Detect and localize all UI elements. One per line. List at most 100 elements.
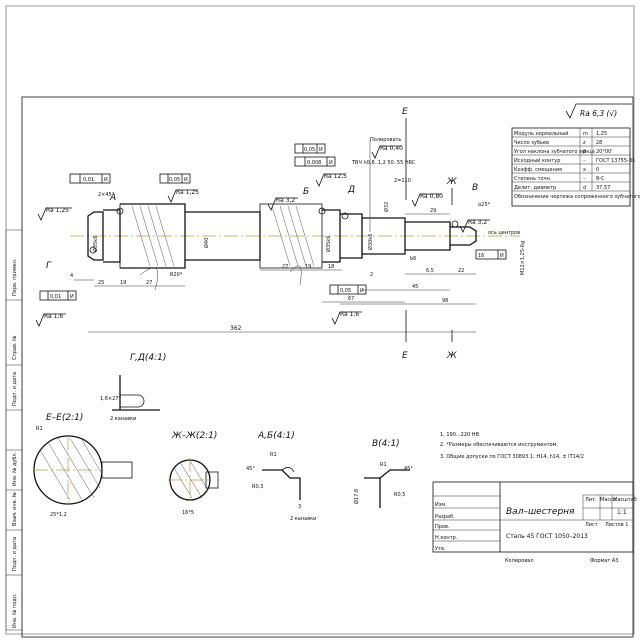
diameter-30: Ø30k6: [367, 234, 374, 250]
params-row-symbol: –: [583, 176, 586, 182]
title-sheets-label: Листов 1: [605, 522, 628, 528]
shaft-main-view: [70, 203, 520, 291]
roughness-general-text: Ra 6,3 (√): [580, 109, 617, 118]
tolerance-datum-1: И: [104, 177, 108, 183]
params-row-value: 28: [596, 140, 602, 146]
params-row-symbol: x: [583, 167, 586, 173]
detail-ab-r03: R0,3: [252, 484, 263, 490]
a25-note: α25*: [478, 202, 491, 208]
tolerance-datum-2: И: [184, 177, 188, 183]
roughness-32-right: Ra 3,2: [468, 219, 487, 226]
detail-marker-b: [318, 207, 326, 215]
tolerance-value-4: 0,008: [307, 160, 321, 166]
params-row-symbol: m: [583, 131, 588, 137]
tolerance-datum-6: И: [360, 288, 364, 294]
dim-27b: 27: [282, 264, 288, 270]
title-row-1: Изм.: [435, 502, 447, 508]
detail-ee-dim: 25*1,2: [50, 512, 67, 518]
roughness-callouts: Ra 1,25 Ra 1,25 Ra 3,2 Ra 0,40 Ra 0,80 R…: [35, 145, 490, 327]
title-name: Вал–шестерня: [506, 507, 575, 517]
key-callout: 16 И b6: [410, 249, 507, 262]
tolerance-frame-4: 0,008 И: [294, 156, 336, 167]
title-copied: Копировал: [505, 558, 534, 564]
tolerance-frame-5: 0,01 И: [39, 290, 77, 301]
general-roughness: Ra 6,3 (√): [565, 103, 632, 119]
side-strip-1: Перв. примен.: [12, 258, 18, 296]
section-mark-zh-top: Ж: [446, 177, 457, 187]
detail-label-b: Б: [303, 187, 309, 197]
tolerance-value-2: 0,05: [169, 177, 180, 183]
detail-ab-angle: 45°: [246, 466, 255, 472]
section-Zh: Ж Ж: [446, 177, 457, 361]
roughness-040: Ra 0,40: [380, 145, 403, 152]
params-row-value: 0: [596, 167, 599, 173]
roughness-16-left: Ra 1,6: [44, 313, 63, 320]
params-row-symbol: d: [583, 185, 586, 191]
title-block: Вал–шестерня Сталь 45 ГОСТ 1050–2013 Лит…: [432, 481, 637, 564]
params-row-value: 37,57: [596, 185, 610, 191]
axis-centers-note: ось центров: [488, 230, 520, 236]
detail-v-r05: R0,5: [394, 492, 405, 498]
params-row-name: Исходный контур: [514, 157, 560, 164]
detail-gd: Г,Д(4:1) 1,6×27* 2 канавки: [100, 353, 166, 422]
hardening-note: ТВЧ h0,8..1,2 50..55 HRC: [351, 160, 416, 166]
dim-19: 19: [120, 280, 126, 286]
technical-notes: 1. 190...220 HB 2. *Размеры обеспечивают…: [440, 432, 584, 460]
dim-65: 6,5: [426, 268, 434, 274]
params-row-name: Угол наклона зубчатого венца: [514, 149, 595, 155]
detail-title-ab: А,Б(4:1): [257, 431, 295, 441]
detail-v-angle: 45°: [404, 466, 413, 472]
tolerance-frame-2: 0,05 И: [159, 173, 191, 184]
tolerance-value-3: 0,05: [304, 147, 315, 153]
tolerance-datum-5: И: [70, 294, 74, 300]
chamfer-note: 2×45°: [98, 192, 115, 198]
roughness-125-mid: Ra 1,25: [176, 189, 199, 196]
roughness-125b: Ra 12,5: [324, 173, 347, 180]
detail-gd-label: 2 канавки: [110, 416, 136, 422]
detail-label-d: Д: [347, 185, 355, 195]
detail-zz: Ж–Ж(2:1) 16*5: [168, 431, 219, 516]
title-scale: 1:1: [617, 509, 627, 516]
title-lit-label: Лит.: [585, 497, 597, 503]
params-row-value: 20°00': [596, 149, 613, 155]
detail-title-gd: Г,Д(4:1): [130, 353, 166, 363]
gear-teeth-hatch-1: [131, 205, 175, 267]
params-row-symbol: –: [583, 158, 586, 164]
dim-19b: 19: [305, 264, 311, 270]
side-strip: Перв. примен. Справ. № Подп. и дата Инв.…: [5, 229, 23, 631]
detail-title-ee: Е–Е(2:1): [46, 413, 83, 423]
side-strip-4: Инв. № дубл.: [12, 451, 18, 486]
side-strip-5: Взам. инв. №: [12, 491, 18, 526]
gear-teeth-hatch-2: [271, 205, 315, 267]
section-mark-e-top: Е: [402, 107, 408, 117]
roughness-32-mid: Ra 3,2: [276, 197, 295, 204]
detail-ab-3: 3: [298, 504, 301, 510]
key-depth-b6: b6: [410, 256, 416, 262]
tolerance-datum-3: И: [319, 147, 323, 153]
params-row-name: Модуль нормальный: [514, 130, 568, 137]
process-notes: Полировать ТВЧ h0,8..1,2 50..55 HRC 2=11…: [98, 137, 520, 278]
title-row-2: Разраб.: [435, 514, 455, 520]
side-strip-3: Подп. и дата: [12, 372, 18, 406]
side-strip-2: Справ. №: [12, 335, 18, 360]
roughness-16-right: Ra 1,6: [340, 311, 359, 318]
diameter-labels: Ø35k6 Ø40 Ø35k6 Ø30k6 Ø32 М12×1,25-6g: [92, 202, 526, 275]
title-scale-label: Масштаб: [613, 497, 637, 503]
detail-ee: Е–Е(2:1) 25*1,2 R1: [33, 413, 133, 518]
detail-marker-a: [116, 207, 124, 215]
diameter-32: Ø32: [383, 202, 390, 212]
r20-note: R20*: [170, 272, 183, 278]
diameter-35-left: Ø35k6: [92, 236, 99, 252]
roughness-125-left: Ra 1,25: [46, 207, 69, 214]
dim-98: 98: [442, 298, 448, 304]
detail-marker-d: [341, 212, 349, 220]
dim-4: 4: [70, 273, 73, 279]
section-mark-e-bottom: Е: [402, 351, 408, 361]
tolerance-frame-6: 0,05 И: [329, 284, 367, 295]
params-row-value: 8-С: [596, 176, 605, 182]
detail-ab: А,Б(4:1) R1 R0,3 45° 3 2 канавки: [246, 431, 316, 522]
dim-2: 2: [370, 272, 373, 278]
tech-note-1: 1. 190...220 HB: [440, 432, 480, 438]
